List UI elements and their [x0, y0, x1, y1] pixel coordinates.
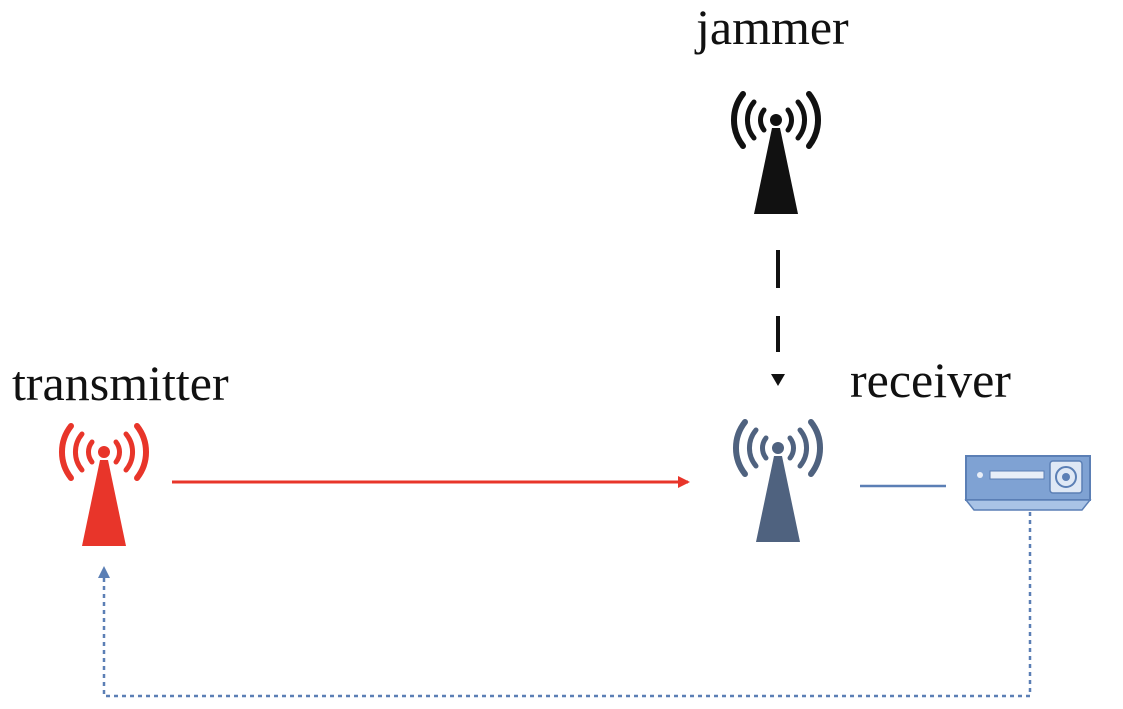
feedback-link [102, 512, 1032, 698]
receiver-device-icon [964, 455, 1092, 511]
transmitter-label: transmitter [12, 355, 229, 411]
feedback-arrowhead [98, 566, 110, 578]
receiver-tower-icon [733, 419, 823, 542]
jamming-link [771, 250, 785, 386]
jammer-tower-icon [731, 91, 821, 214]
receiver-label: receiver [850, 352, 1011, 408]
transmitter-tower-icon [59, 423, 149, 546]
jammer-label: jammer [696, 0, 849, 55]
